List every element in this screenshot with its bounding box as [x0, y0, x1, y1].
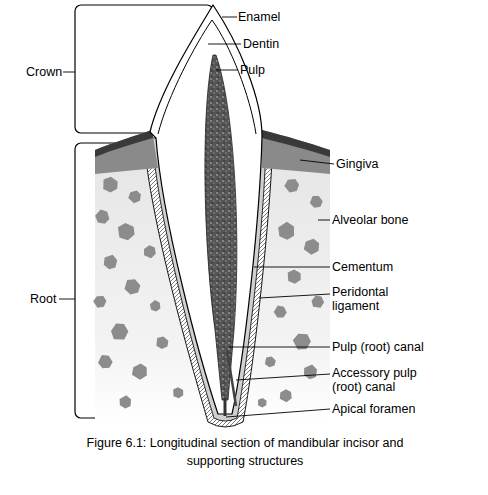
leader-line [236, 374, 330, 380]
part-label: Apical foramen [332, 402, 472, 416]
part-label: Root [30, 292, 90, 306]
leader-line [254, 267, 330, 268]
accessory-canal [227, 350, 236, 406]
bone-blob [141, 243, 158, 261]
bone-blob [104, 255, 118, 269]
bone-blob [93, 207, 112, 226]
bone-blob [285, 268, 302, 285]
bone-blob [154, 334, 171, 350]
root-canal [224, 398, 227, 416]
leader-line [318, 220, 330, 221]
bone-blob [148, 299, 162, 313]
bone-blob [283, 177, 301, 195]
part-label: Enamel [238, 10, 378, 24]
bone-blob [100, 175, 120, 195]
part-label: Peridontal ligament [332, 285, 402, 313]
bone-blob [272, 303, 289, 321]
bone-blob [121, 276, 143, 297]
part-label: Cementum [332, 260, 472, 274]
leader-line [259, 294, 330, 298]
part-label: Alveolar bone [332, 213, 472, 227]
gingiva [262, 130, 330, 174]
leader-line [226, 409, 330, 417]
part-label: Dentin [243, 37, 383, 51]
part-label: Pulp [240, 63, 380, 77]
bone-blob [95, 352, 115, 372]
bone-blob [126, 188, 143, 205]
bone-blob [276, 220, 296, 241]
bone-blob [307, 193, 325, 210]
leader-line [229, 347, 330, 348]
leader-line [59, 299, 75, 300]
leader-line [216, 70, 238, 71]
bone-blob [301, 236, 323, 257]
gingiva-surface [262, 130, 330, 157]
bone-blob [109, 321, 131, 343]
part-label: Pulp (root) canal [332, 340, 472, 354]
leader-line [222, 17, 237, 18]
bone-blob [116, 222, 136, 241]
bone-blob [256, 397, 268, 409]
gingiva [95, 130, 158, 174]
figure-caption: Figure 6.1: Longitudinal section of mand… [60, 434, 430, 470]
bone-blob [129, 361, 151, 383]
bone-blob [263, 354, 278, 369]
part-label: Crown [26, 65, 86, 79]
pulp-chamber [205, 55, 237, 400]
bone-blob [277, 387, 295, 405]
bone-blob [292, 332, 312, 351]
leader-line [300, 160, 334, 164]
bone-blob [303, 364, 318, 380]
leader-line [63, 72, 75, 73]
leader-lines [59, 17, 334, 417]
part-label: Gingiva [336, 157, 476, 171]
gingiva-surface [95, 130, 153, 157]
leader-line [208, 44, 241, 45]
bone-blob [171, 386, 185, 399]
bone-blob [309, 293, 325, 310]
bone-blob [118, 395, 132, 410]
bone-blob [92, 294, 107, 309]
part-label: Accessory pulp (root) canal [332, 366, 427, 394]
